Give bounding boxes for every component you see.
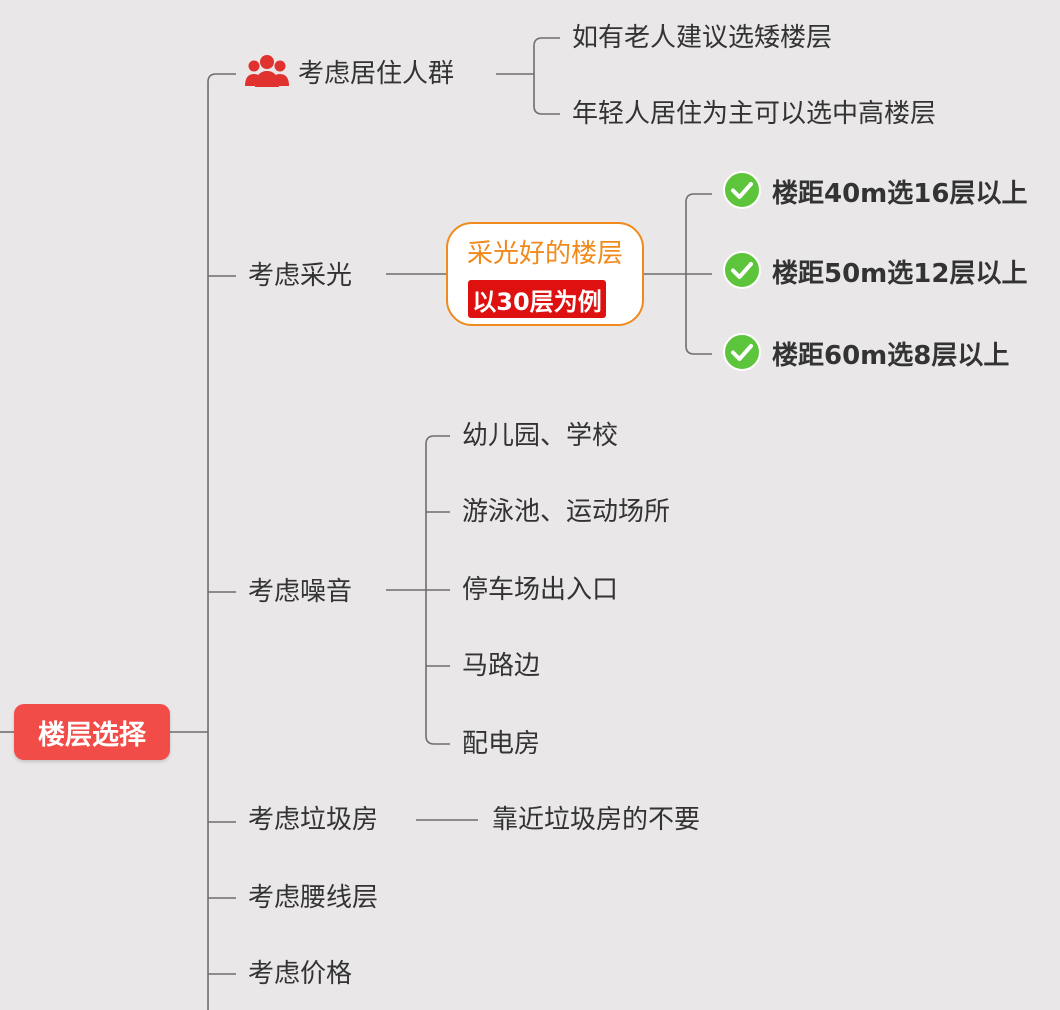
lighting-item-40m[interactable]: 楼距40m选16层以上 <box>772 179 1028 209</box>
root-node[interactable]: 楼层选择 <box>14 704 170 760</box>
check-circle-icon <box>723 171 761 209</box>
lighting-callout-node[interactable]: 采光好的楼层 以30层为例 <box>446 222 644 326</box>
branch-price[interactable]: 考虑价格 <box>248 959 353 989</box>
check-circle-icon <box>723 251 761 289</box>
branch-waistline[interactable]: 考虑腰线层 <box>248 883 379 913</box>
lighting-item-50m[interactable]: 楼距50m选12层以上 <box>772 259 1028 289</box>
noise-item-substation[interactable]: 配电房 <box>462 729 541 759</box>
residents-young-item[interactable]: 年轻人居住为主可以选中高楼层 <box>572 99 937 129</box>
branch-residents[interactable]: 考虑居住人群 <box>298 59 455 89</box>
residents-elderly-item[interactable]: 如有老人建议选矮楼层 <box>572 23 833 53</box>
noise-item-parking[interactable]: 停车场出入口 <box>462 575 619 605</box>
garbage-item[interactable]: 靠近垃圾房的不要 <box>492 805 701 835</box>
noise-item-school[interactable]: 幼儿园、学校 <box>462 421 619 451</box>
branch-lighting[interactable]: 考虑采光 <box>248 261 353 291</box>
check-circle-icon <box>723 333 761 371</box>
callout-tag: 以30层为例 <box>468 280 606 318</box>
lighting-item-60m[interactable]: 楼距60m选8层以上 <box>772 341 1010 371</box>
branch-noise[interactable]: 考虑噪音 <box>248 577 353 607</box>
branch-garbage[interactable]: 考虑垃圾房 <box>248 805 379 835</box>
callout-title: 采光好的楼层 <box>466 239 623 269</box>
noise-item-pool[interactable]: 游泳池、运动场所 <box>462 497 671 527</box>
noise-item-roadside[interactable]: 马路边 <box>462 651 541 681</box>
people-icon <box>245 55 289 87</box>
